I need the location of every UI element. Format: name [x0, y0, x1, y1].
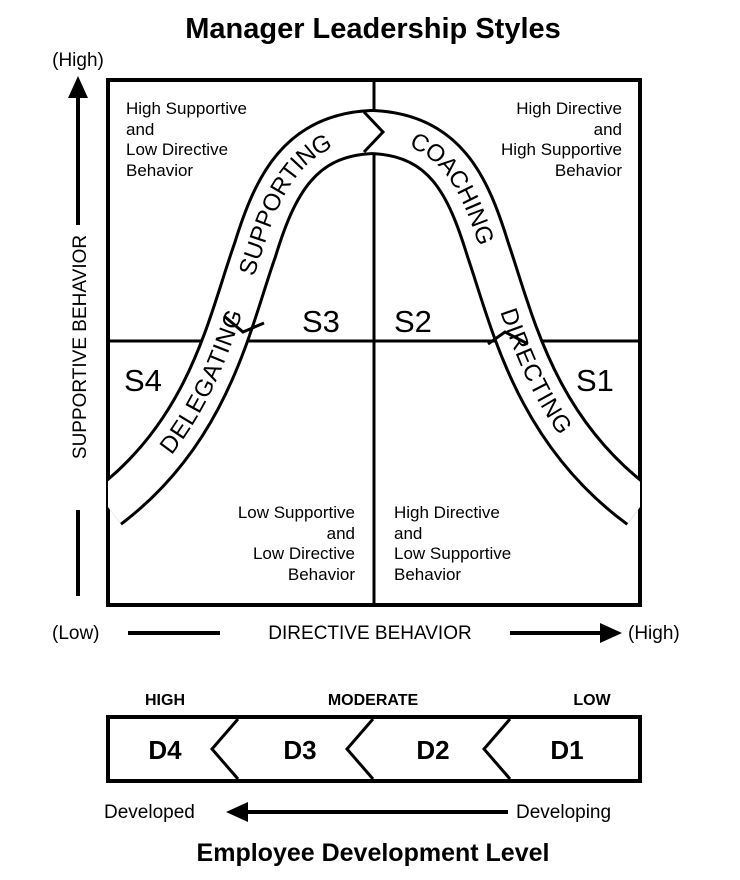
- svg-text:and: and: [394, 524, 422, 543]
- stage-d1: D1: [550, 735, 583, 765]
- svg-text:High Supportive: High Supportive: [126, 99, 247, 118]
- svg-text:Low Supportive: Low Supportive: [394, 544, 511, 563]
- ribbon-chevron-left: [223, 314, 265, 334]
- ribbon-chevron-right: [487, 330, 529, 346]
- svg-text:Behavior: Behavior: [394, 565, 461, 584]
- svg-text:and: and: [126, 120, 154, 139]
- svg-text:Behavior: Behavior: [288, 565, 355, 584]
- level-moderate-label: MODERATE: [328, 692, 419, 709]
- development-arrowhead: [226, 802, 248, 822]
- x-axis-high-label: (High): [628, 623, 680, 644]
- svg-text:High Directive: High Directive: [394, 503, 500, 522]
- ribbon-chevron-top: [362, 110, 386, 154]
- developed-label: Developed: [104, 802, 195, 823]
- stage-chevron-2: [345, 718, 375, 780]
- style-s1-label: S1: [576, 363, 614, 398]
- quadrant-top-right-text: High Directive and High Supportive Behav…: [501, 99, 622, 180]
- development-stage-box: [106, 715, 642, 783]
- svg-text:and: and: [594, 120, 622, 139]
- x-axis-low-label: (Low): [52, 623, 100, 644]
- page-title: Manager Leadership Styles: [185, 13, 561, 45]
- style-s2-label: S2: [394, 304, 432, 339]
- svg-text:Low Directive: Low Directive: [126, 140, 228, 159]
- level-low-label: LOW: [573, 692, 611, 709]
- x-axis-label: DIRECTIVE BEHAVIOR: [268, 623, 471, 644]
- svg-text:and: and: [327, 524, 355, 543]
- svg-text:Low Supportive: Low Supportive: [238, 503, 355, 522]
- svg-text:Behavior: Behavior: [555, 161, 622, 180]
- quadrant-bottom-right-text: High Directive and Low Supportive Behavi…: [394, 503, 511, 584]
- svg-text:Behavior: Behavior: [126, 161, 193, 180]
- style-s4-label: S4: [124, 363, 162, 398]
- style-s3-label: S3: [302, 304, 340, 339]
- svg-text:Low Directive: Low Directive: [253, 544, 355, 563]
- level-high-label: HIGH: [145, 692, 185, 709]
- stage-d3: D3: [283, 735, 316, 765]
- y-axis-high-label: (High): [52, 50, 104, 71]
- footer-title: Employee Development Level: [197, 839, 550, 867]
- stage-chevron-1: [210, 718, 240, 780]
- y-axis-label: SUPPORTIVE BEHAVIOR: [70, 235, 91, 459]
- quadrant-top-left-text: High Supportive and Low Directive Behavi…: [126, 99, 247, 180]
- stage-d2: D2: [416, 735, 449, 765]
- stage-d4: D4: [148, 735, 182, 765]
- x-axis-arrowhead: [600, 623, 622, 643]
- quadrant-bottom-left-text: Low Supportive and Low Directive Behavio…: [238, 503, 356, 584]
- y-axis-arrowhead: [68, 76, 88, 98]
- svg-text:High Supportive: High Supportive: [501, 140, 622, 159]
- svg-text:High Directive: High Directive: [516, 99, 622, 118]
- developing-label: Developing: [516, 802, 611, 823]
- stage-chevron-3: [482, 718, 512, 780]
